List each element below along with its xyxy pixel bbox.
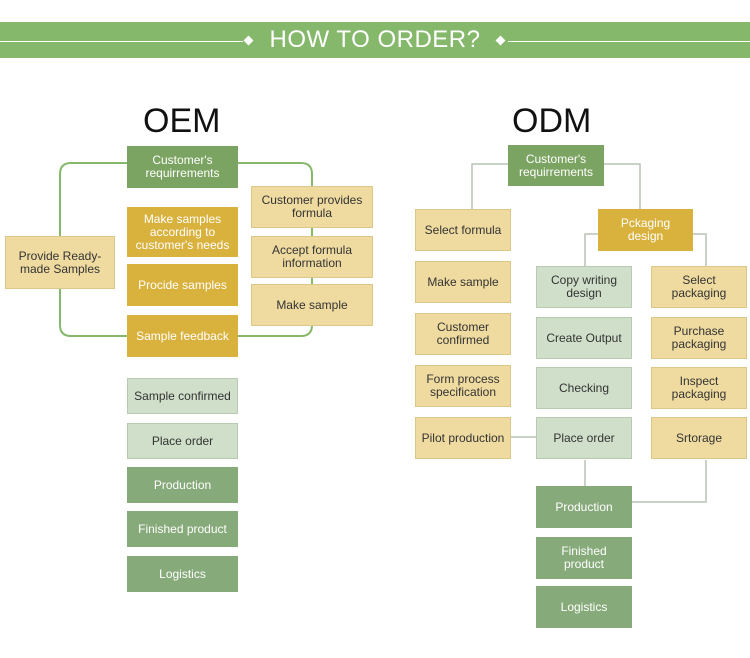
header-banner: HOW TO ORDER? [0,22,750,58]
odm-make-sample: Make sample [415,261,511,303]
oem-finished-product: Finished product [127,511,238,547]
odm-finished-product: Finished product [536,537,632,579]
oem-logistics: Logistics [127,556,238,592]
oem-make-samples: Make samples according to customer's nee… [127,207,238,257]
odm-copy-writing-design: Copy writing design [536,266,632,308]
odm-customer-requirements: Customer's requirrements [508,145,604,186]
page-title: HOW TO ORDER? [269,26,481,53]
odm-pilot-production: Pilot production [415,417,511,459]
oem-customer-provides-formula: Customer provides formula [251,186,373,228]
banner-left-line [0,41,243,42]
oem-production: Production [127,467,238,503]
odm-storage: Srtorage [651,417,747,459]
odm-title: ODM [512,102,592,140]
odm-inspect-packaging: Inspect packaging [651,367,747,409]
odm-customer-confirmed: Customer confirmed [415,313,511,355]
oem-sample-confirmed: Sample confirmed [127,378,238,414]
odm-form-process-specification: Form process specification [415,365,511,407]
oem-make-sample: Make sample [251,284,373,326]
odm-purchase-packaging: Purchase packaging [651,317,747,359]
odm-select-packaging: Select packaging [651,266,747,308]
odm-logistics: Logistics [536,586,632,628]
odm-production: Production [536,486,632,528]
oem-provide-ready-made-samples: Provide Ready-made Samples [5,236,115,289]
oem-provide-samples: Procide samples [127,264,238,306]
oem-sample-feedback: Sample feedback [127,315,238,357]
odm-select-formula: Select formula [415,209,511,251]
oem-title: OEM [143,102,221,140]
oem-place-order: Place order [127,423,238,459]
oem-customer-requirements: Customer's requirrements [127,146,238,188]
oem-accept-formula-information: Accept formula information [251,236,373,278]
odm-create-output: Create Output [536,317,632,359]
odm-packaging-design: Pckaging design [598,209,693,251]
odm-place-order: Place order [536,417,632,459]
banner-right-line [508,41,750,42]
odm-checking: Checking [536,367,632,409]
